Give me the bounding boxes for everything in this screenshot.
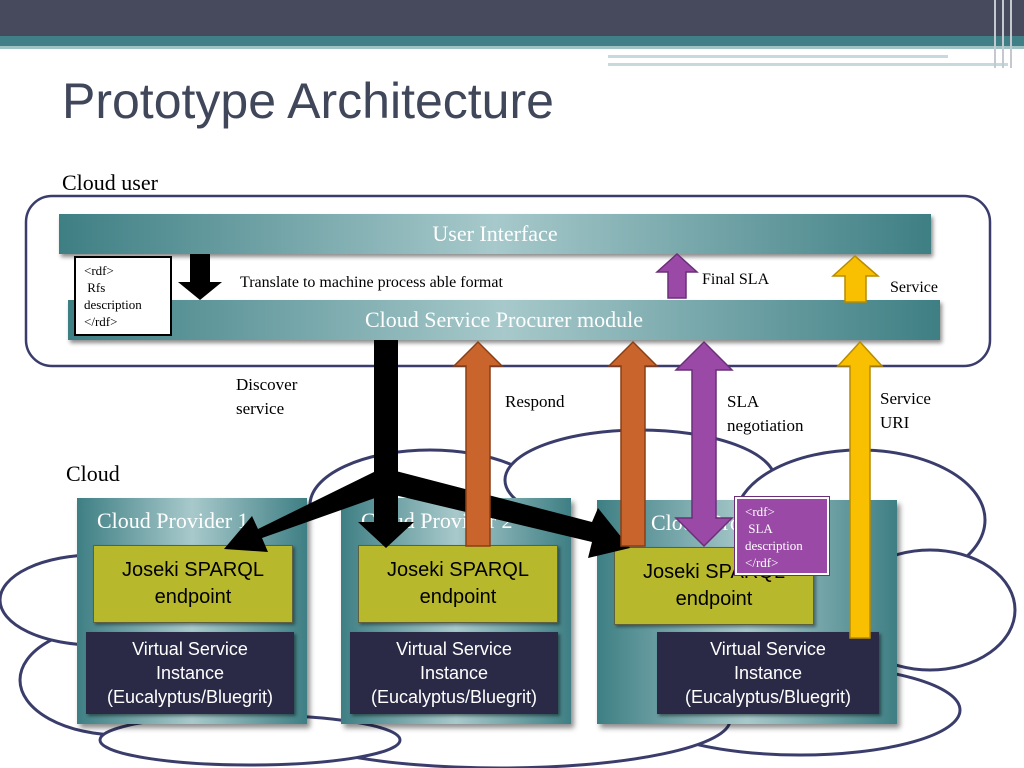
vsi-line: (Eucalyptus/Bluegrit) (106, 687, 274, 707)
discover-arrow-to-provider-1 (224, 470, 392, 552)
label-line: service (236, 399, 285, 418)
sla-negotiation-arrow (674, 340, 734, 548)
cloud-provider-panel-1: Cloud Provider 1 Joseki SPARQL endpoint V… (77, 498, 307, 724)
rdf-line: SLA (745, 521, 773, 536)
discover-arrows (224, 340, 630, 558)
label-line: SLA (727, 392, 760, 411)
vsi-line: (Eucalyptus/Bluegrit) (370, 687, 538, 707)
header-band (0, 0, 1024, 36)
header-accent-band (0, 36, 1024, 46)
translate-down-arrow (178, 254, 222, 300)
vsi-line: Virtual Service (396, 639, 512, 659)
translate-label: Translate to machine process able format (240, 274, 503, 291)
label-line: negotiation (727, 416, 804, 435)
respond-arrow-1 (452, 340, 504, 547)
rdf-line: </rdf> (84, 314, 118, 329)
header-accent-line (0, 46, 1024, 49)
joseki-line: Joseki SPARQL (387, 559, 529, 581)
joseki-sparql-endpoint: Joseki SPARQL endpoint (358, 545, 558, 623)
rdf-line: Rfs (84, 280, 106, 295)
final-sla-up-arrow (655, 252, 699, 299)
rdf-line: <rdf> (84, 263, 114, 278)
vsi-line: Instance (155, 663, 225, 683)
service-uri-arrow (836, 340, 884, 639)
rdf-rfs-description-box: <rdf> Rfs description </rdf> (74, 256, 172, 336)
service-up-arrow (831, 254, 881, 303)
rdf-line: </rdf> (745, 555, 779, 570)
header-deco-line (608, 63, 1008, 66)
vsi-line: Instance (419, 663, 489, 683)
final-sla-label: Final SLA (702, 271, 770, 288)
discover-arrow-to-provider-3 (382, 470, 630, 558)
user-interface-bar: User Interface (59, 214, 931, 254)
header-deco-line (1010, 0, 1012, 68)
discover-arrow-stem (374, 340, 398, 480)
joseki-line: endpoint (675, 588, 753, 610)
discover-arrow-to-provider-2 (358, 478, 414, 548)
vsi-line: Virtual Service (132, 639, 248, 659)
header-deco-line (994, 0, 996, 68)
joseki-sparql-endpoint: Joseki SPARQL endpoint (93, 545, 293, 623)
label-line: URI (880, 413, 910, 432)
vsi-line: (Eucalyptus/Bluegrit) (684, 687, 852, 707)
rdf-line: description (84, 297, 142, 312)
service-uri-label: Service URI (880, 387, 931, 435)
joseki-line: endpoint (419, 586, 497, 608)
joseki-line: endpoint (154, 586, 232, 608)
label-line: Discover (236, 375, 298, 394)
cloud-label: Cloud (66, 461, 120, 486)
page-title: Prototype Architecture (62, 73, 554, 129)
respond-label: Respond (505, 392, 565, 411)
header-deco-line (1002, 0, 1004, 68)
label-line: Service (880, 389, 931, 408)
sla-negotiation-label: SLA negotiation (727, 390, 803, 438)
rdf-sla-description-box: <rdf> SLA description </rdf> (734, 496, 830, 576)
cloud-user-label: Cloud user (62, 170, 158, 195)
vsi-line: Instance (733, 663, 803, 683)
rdf-line: description (745, 538, 803, 553)
service-label: Service (890, 279, 938, 296)
rdf-line: <rdf> (745, 504, 775, 519)
joseki-line: Joseki SPARQL (122, 559, 264, 581)
cloud-user-box (24, 194, 992, 368)
respond-arrow-2 (607, 340, 659, 547)
discover-service-label: Discover service (236, 373, 297, 421)
header-deco-line (608, 55, 948, 58)
provider-title: Cloud Provider 1 (97, 508, 249, 533)
vsi-line: Virtual Service (710, 639, 826, 659)
procurer-module-bar: Cloud Service Procurer module (68, 300, 940, 340)
